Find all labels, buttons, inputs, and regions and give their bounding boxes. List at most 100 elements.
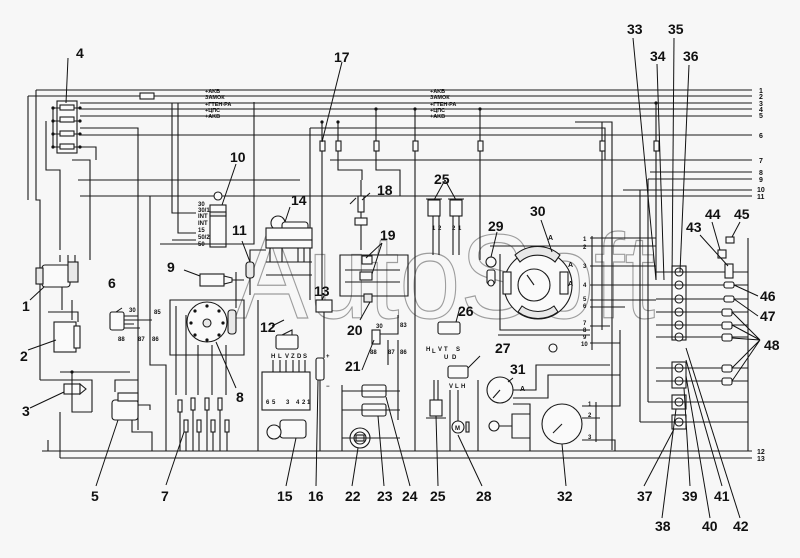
component-19 (339, 254, 409, 297)
sender-44 (717, 249, 727, 259)
gauge-arc (514, 246, 561, 263)
wire (321, 122, 363, 300)
callout-14: 14 (291, 192, 307, 208)
fuse (335, 140, 342, 152)
distributor (169, 299, 245, 395)
switch-body (275, 334, 299, 350)
bus-number: 4 (759, 107, 763, 114)
pin-label: 5 (583, 297, 587, 303)
callout-31: 31 (510, 361, 526, 377)
leader-lines (27, 37, 761, 519)
pin-label: H (461, 384, 465, 390)
pin-label: 1 (432, 226, 436, 232)
wire (171, 103, 196, 241)
gauge-window (502, 271, 512, 295)
wire (432, 216, 460, 255)
callout-38: 38 (655, 518, 671, 534)
pin-label: D (297, 354, 302, 360)
sender-47 (723, 295, 735, 303)
wire (575, 121, 613, 450)
bus-labels-left: +AKB ЗАМОК +ГТЕН-РА +ЦПС +AKB (205, 89, 231, 120)
pin-label: 7 (583, 321, 587, 327)
solenoid-tip (79, 382, 87, 396)
callout-37: 37 (637, 488, 653, 504)
callout-12: 12 (260, 319, 276, 335)
sender-46 (723, 281, 735, 289)
pin-label: H (426, 347, 430, 353)
wire (582, 330, 621, 451)
wire (72, 159, 91, 260)
sender-48 (721, 377, 733, 386)
bus-number: 3 (759, 101, 763, 108)
callout-4: 4 (76, 45, 84, 61)
wire (160, 102, 255, 245)
callout-25-bottom: 25 (430, 488, 446, 504)
key-ring (213, 191, 223, 201)
callout-46: 46 (760, 288, 776, 304)
bus-number: 5 (759, 113, 763, 120)
wire (339, 254, 409, 297)
signal-label: A (568, 281, 573, 288)
switch-body (245, 261, 255, 279)
spark-plug (183, 419, 189, 433)
bus-numbers: 1 2 3 4 5 6 7 8 9 10 11 12 13 (757, 88, 765, 463)
spark-plug (224, 419, 230, 433)
distributor-center (202, 318, 212, 328)
wire (449, 380, 479, 451)
bus-number: 11 (757, 194, 765, 201)
fuse (59, 130, 75, 137)
pin-label: 3 (588, 435, 592, 441)
callout-33: 33 (627, 21, 643, 37)
callout-16: 16 (308, 488, 324, 504)
starter (111, 379, 153, 451)
relay-21: 30 83 88 87 86 (370, 315, 407, 420)
callout-20: 20 (347, 322, 363, 338)
switch-26: H L V T U D S (426, 321, 461, 361)
callout-40: 40 (702, 518, 718, 534)
pin-label: INT (198, 214, 208, 220)
wire (131, 420, 153, 451)
switch-body (209, 204, 227, 248)
callout-25: 25 (434, 171, 450, 187)
callout-45: 45 (734, 206, 750, 222)
switch-27: V L H (447, 365, 469, 390)
pin-label: 30/1 (198, 208, 210, 214)
callout-23: 23 (377, 488, 393, 504)
wire (499, 413, 530, 439)
motor-crank (266, 424, 282, 440)
fuse (139, 92, 155, 100)
relay: 30 85 88 87 86 (109, 196, 167, 451)
callout-13: 13 (314, 283, 330, 299)
component-body (315, 299, 333, 313)
pin-label: 30 (198, 202, 205, 208)
callout-2: 2 (20, 348, 28, 364)
valve (361, 255, 373, 265)
pin-label: V (285, 354, 289, 360)
callout-47: 47 (760, 308, 776, 324)
gauge-window (559, 271, 569, 295)
generator-pulley (35, 267, 44, 285)
wire (48, 311, 79, 322)
fuse (599, 140, 606, 152)
pin-label: 2 (452, 226, 456, 232)
wire (513, 364, 620, 451)
callout-22: 22 (345, 488, 361, 504)
bus-number: 12 (757, 449, 765, 456)
callout-41: 41 (714, 488, 730, 504)
wire (380, 315, 399, 420)
pin-label: 4 (583, 283, 587, 289)
wire (375, 109, 401, 196)
heater-motor (265, 215, 313, 276)
pin-label: 86 (152, 337, 159, 343)
callout-48: 48 (764, 337, 780, 353)
wiper-switch: H L V Z D S (271, 329, 307, 392)
fuse (59, 143, 75, 150)
bus-label: +AKB (205, 89, 220, 95)
sender-48 (721, 308, 733, 317)
pin-label: 87 (388, 350, 395, 356)
needle (492, 389, 501, 399)
fuse (373, 140, 380, 152)
bus-number: 10 (757, 187, 765, 194)
callout-8: 8 (236, 389, 244, 405)
wire (52, 107, 60, 148)
